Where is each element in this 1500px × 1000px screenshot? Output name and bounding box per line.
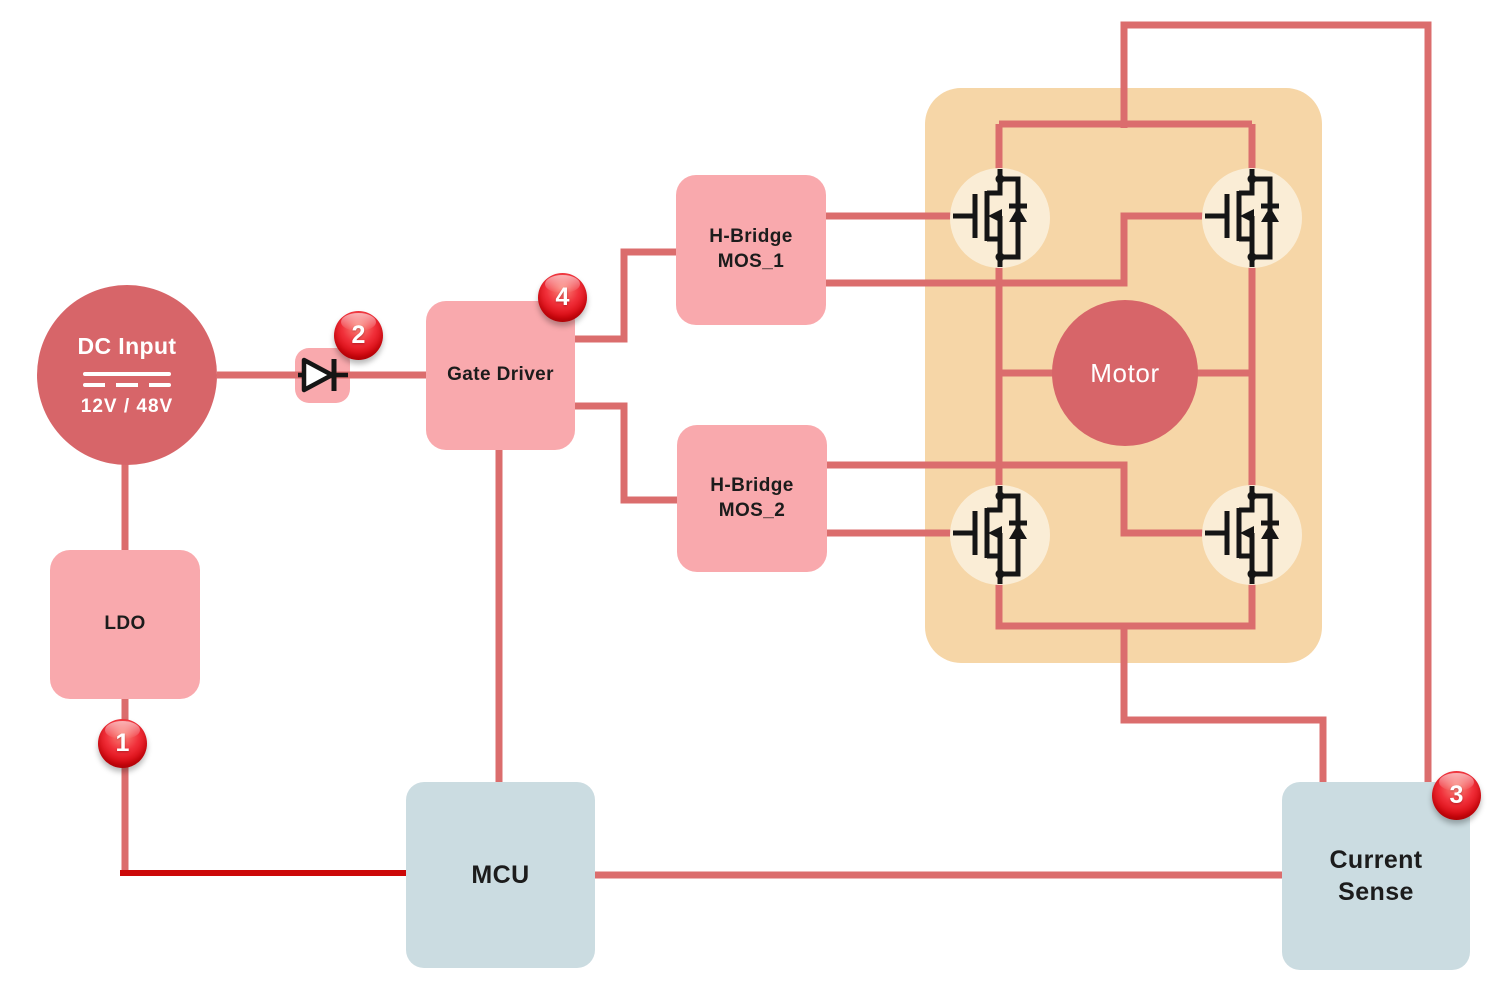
current-sense-label-line2: Sense [1338,878,1414,906]
wire-gatedriver-to-mos1 [575,248,678,343]
h-bridge-mos2-label-line2: MOS_2 [718,499,786,521]
step-badge-4: 4 [538,273,587,322]
step-badge-1: 1 [98,719,147,768]
wire-mos2-out-a [827,461,1206,537]
wire-supply-loop [1120,21,1432,784]
dc-input-title: DC Input [77,332,177,359]
wire-to-current-sense [1120,626,1327,784]
dc-input-block: DC Input 12V / 48V [37,285,217,465]
mcu-label: MCU [471,860,530,889]
step-badge-2: 2 [334,311,383,360]
motor-label: Motor [1090,357,1160,388]
ldo-label: LDO [104,613,146,635]
mosfet-icon [950,485,1050,585]
wires [120,21,1432,879]
motor-block: Motor [1052,300,1198,446]
battery-icon [83,371,171,387]
wire-mos1-out-b [826,212,1206,287]
step-badge-3: 3 [1432,771,1481,820]
h-bridge-mos1-label-line1: H-Bridge [709,226,793,248]
step-badge-2-number: 2 [351,321,366,349]
gate-driver-label: Gate Driver [447,364,554,386]
current-sense-label-line1: Current [1329,845,1423,874]
ldo-block: LDO [50,550,200,699]
h-bridge-mos2-block: H-Bridge MOS_2 [677,425,827,572]
gate-driver-block: Gate Driver [426,301,575,450]
dc-input-voltage: 12V / 48V [80,395,174,417]
diode-icon [298,357,348,393]
step-badge-3-number: 3 [1449,781,1464,809]
h-bridge-mos1-block: H-Bridge MOS_1 [676,175,826,325]
h-bridge-mos2-label-line1: H-Bridge [710,474,794,496]
step-badge-4-number: 4 [555,283,570,311]
mosfet-icon [1202,485,1302,585]
step-badge-1-number: 1 [115,729,130,757]
wire-gatedriver-to-mos2 [575,402,679,504]
mcu-block: MCU [406,782,595,968]
h-bridge-mos1-label-line2: MOS_1 [717,251,785,272]
mosfet-icon [1202,168,1302,268]
current-sense-block: Current Sense [1282,782,1470,970]
mosfet-icon [950,168,1050,268]
